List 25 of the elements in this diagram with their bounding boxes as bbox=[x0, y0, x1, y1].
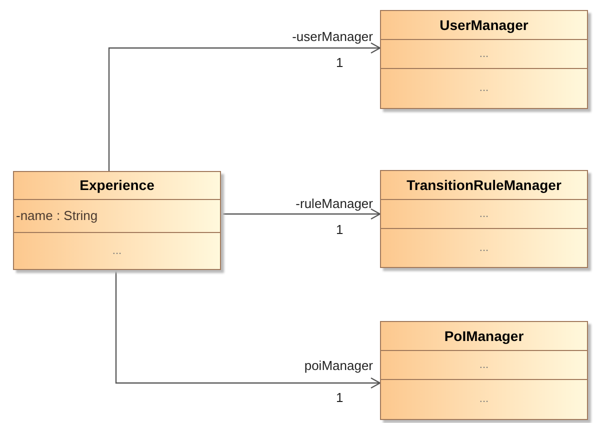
class-name: PoIManager bbox=[444, 326, 524, 346]
attribute-text: ... bbox=[479, 206, 489, 222]
attribute-text: ... bbox=[479, 46, 489, 62]
operation-text: ... bbox=[479, 392, 489, 408]
attribute-text: ... bbox=[479, 358, 489, 373]
role-label: poiManager bbox=[304, 357, 373, 375]
class-box bbox=[380, 321, 588, 420]
association-arrow bbox=[108, 42, 381, 171]
class-box bbox=[380, 10, 588, 109]
class-name: UserManager bbox=[440, 16, 528, 35]
class-name: TransitionRuleManager bbox=[406, 176, 562, 195]
multiplicity-label: 1 bbox=[336, 54, 344, 72]
class-box bbox=[380, 170, 588, 268]
role-label: -ruleManager bbox=[296, 195, 373, 213]
multiplicity-label: 1 bbox=[336, 221, 344, 239]
class-name: Experience bbox=[80, 176, 154, 195]
operation-text: ... bbox=[479, 81, 489, 96]
attribute-text: -name : String bbox=[16, 207, 98, 226]
operation-text: ... bbox=[479, 240, 489, 256]
operation-text: ... bbox=[112, 244, 122, 259]
role-label: -userManager bbox=[292, 28, 373, 46]
multiplicity-label: 1 bbox=[336, 389, 344, 407]
association-arrow bbox=[115, 270, 381, 389]
association-arrow bbox=[223, 208, 381, 220]
class-box bbox=[13, 171, 221, 270]
